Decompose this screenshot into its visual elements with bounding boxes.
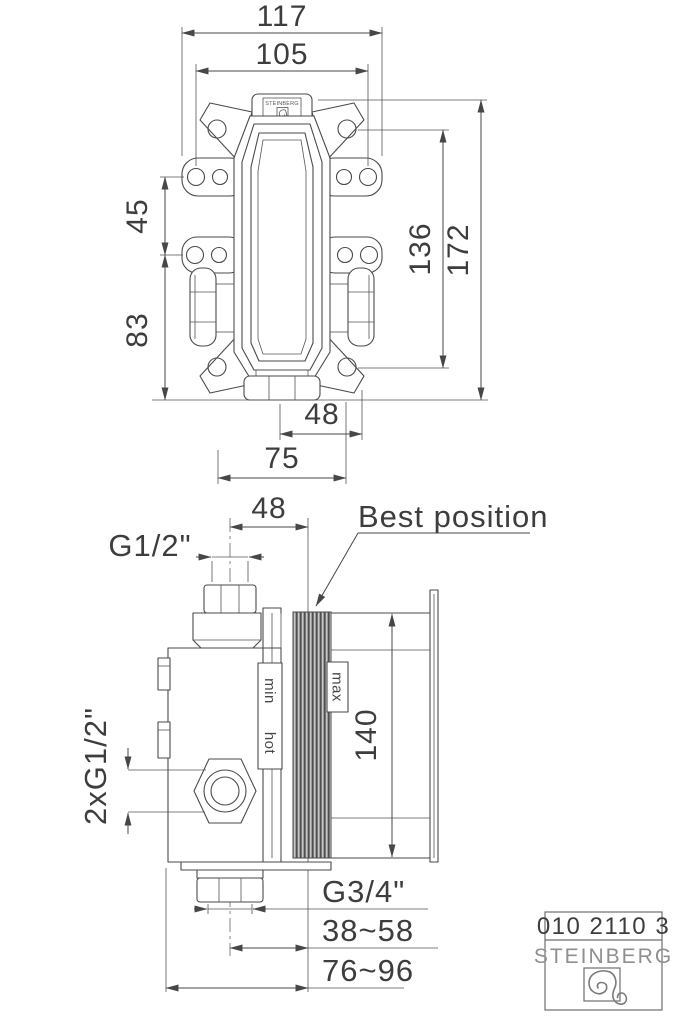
body-clip bbox=[157, 721, 171, 759]
min-marker-label: min bbox=[261, 678, 278, 704]
tab-hole bbox=[358, 167, 378, 187]
ribbed-sleeve bbox=[292, 611, 332, 859]
dim-75-label: 75 bbox=[264, 442, 299, 475]
article-number: 010 2110 3 bbox=[537, 913, 670, 940]
brand-name: STEINBERG bbox=[534, 945, 673, 968]
tab-hole bbox=[359, 245, 379, 265]
top-port-boss bbox=[192, 612, 262, 649]
dim-45-label: 45 bbox=[121, 198, 154, 233]
top-view: STEINBERG bbox=[121, 0, 488, 484]
front-port-bore bbox=[210, 776, 240, 806]
tab-hole bbox=[186, 167, 206, 187]
min-hot-marker-box bbox=[257, 662, 283, 770]
mounting-hole bbox=[337, 357, 357, 377]
bottom-thread-label: G3/4" bbox=[322, 874, 405, 909]
side-dim-48-label: 48 bbox=[251, 492, 286, 525]
side-view-dimensions: G1/2" 48 Best position 2xG1/2" 140 bbox=[78, 492, 549, 992]
tab-hole bbox=[211, 168, 229, 186]
mounting-hole bbox=[207, 119, 227, 139]
top-view-dimensions: 117 105 45 83 136 172 48 bbox=[121, 0, 488, 484]
bottom-plate bbox=[180, 861, 332, 871]
dim-83-label: 83 bbox=[121, 312, 154, 347]
steinberg-logo-icon bbox=[588, 970, 611, 995]
side-port bbox=[347, 267, 375, 347]
bottom-boss bbox=[196, 869, 264, 879]
max-marker-box bbox=[326, 661, 349, 713]
logo-box bbox=[583, 967, 621, 1002]
side-view-geometry: min hot max bbox=[157, 518, 439, 992]
best-position-leader bbox=[315, 532, 359, 607]
tab-hole bbox=[336, 246, 354, 264]
top-tag-brand-label: STEINBERG bbox=[265, 101, 299, 107]
dim-117-label: 117 bbox=[257, 0, 308, 33]
tab-hole bbox=[185, 245, 205, 265]
side-port bbox=[189, 267, 217, 347]
dim-48-label: 48 bbox=[304, 398, 339, 431]
front-port-outer bbox=[203, 769, 247, 813]
side-threads-label: 2xG1/2" bbox=[78, 707, 113, 825]
mounting-hole bbox=[207, 357, 227, 377]
dim-105-label: 105 bbox=[255, 38, 308, 71]
max-marker-label: max bbox=[329, 672, 346, 702]
tab-hole bbox=[335, 168, 353, 186]
body-clip bbox=[157, 657, 171, 691]
top-thread-label: G1/2" bbox=[108, 528, 191, 563]
top-hex-nut bbox=[203, 584, 257, 614]
front-port-hex bbox=[193, 758, 257, 824]
hot-marker-label: hot bbox=[261, 732, 278, 755]
overall-range-label: 76~96 bbox=[322, 953, 414, 988]
dim-140-label: 140 bbox=[350, 708, 383, 761]
best-position-label: Best position bbox=[358, 499, 549, 534]
embed-range-label: 38~58 bbox=[322, 913, 414, 948]
top-view-geometry: STEINBERG bbox=[181, 93, 383, 401]
bottom-hex-nut bbox=[196, 877, 264, 903]
title-block: 010 2110 3 STEINBERG bbox=[534, 911, 673, 1011]
hex-nut-plan bbox=[243, 375, 321, 401]
valve-body-outline bbox=[233, 115, 331, 379]
steinberg-logo-icon-tail bbox=[609, 971, 628, 1005]
dim-172-label: 172 bbox=[442, 223, 475, 276]
mounting-hole bbox=[337, 119, 357, 139]
tab-hole bbox=[210, 246, 228, 264]
title-block-frame bbox=[544, 911, 663, 1011]
side-view: min hot max G1/2" 48 Best pos bbox=[78, 492, 549, 992]
dim-136-label: 136 bbox=[404, 222, 437, 275]
